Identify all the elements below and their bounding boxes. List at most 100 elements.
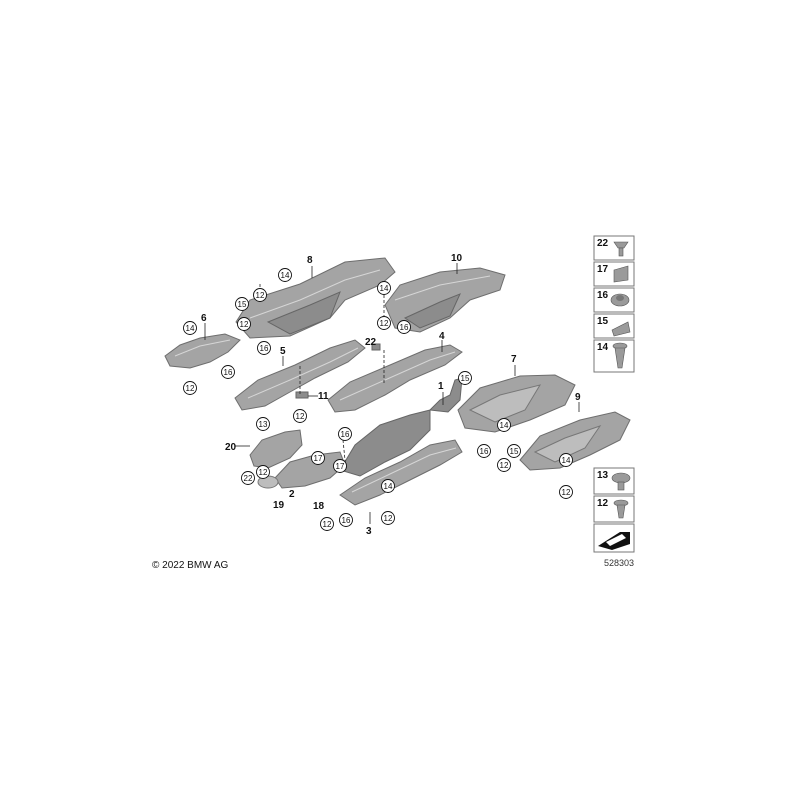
callout-12: 12: [253, 288, 267, 302]
label-2: 2: [289, 489, 295, 500]
svg-text:12: 12: [597, 498, 609, 509]
label-11: 11: [318, 391, 329, 402]
legend-17: 17: [593, 261, 635, 287]
svg-text:17: 17: [597, 264, 609, 275]
label-18: 18: [313, 501, 325, 512]
svg-text:16: 16: [260, 344, 269, 353]
svg-text:12: 12: [296, 412, 305, 421]
part-4-shield: [327, 344, 463, 413]
callouts: 14 12 15 12 16 14 12 16 14 16 12 12 16 1…: [183, 268, 573, 531]
callout-16: 16: [397, 320, 411, 334]
svg-text:12: 12: [500, 461, 509, 470]
part-8-shield: [235, 257, 396, 339]
callout-16: 16: [221, 365, 235, 379]
callout-17: 17: [333, 459, 347, 473]
svg-text:16: 16: [341, 430, 350, 439]
svg-text:14: 14: [281, 271, 290, 280]
svg-text:16: 16: [597, 290, 609, 301]
part-5-shield: [234, 339, 366, 411]
part-6-shield: [164, 333, 241, 369]
callout-12: 12: [497, 458, 511, 472]
legend-15: 15: [593, 313, 635, 339]
part-9-shield: [519, 411, 631, 471]
svg-text:17: 17: [336, 462, 345, 471]
callout-12: 12: [377, 316, 391, 330]
callout-15: 15: [235, 297, 249, 311]
svg-text:14: 14: [500, 421, 509, 430]
svg-text:13: 13: [597, 470, 609, 481]
label-4: 4: [439, 331, 445, 342]
svg-text:17: 17: [314, 454, 323, 463]
callout-14: 14: [377, 281, 391, 295]
callout-13: 13: [256, 417, 270, 431]
callout-14: 14: [278, 268, 292, 282]
svg-text:22: 22: [244, 474, 253, 483]
callout-12: 12: [237, 317, 251, 331]
callout-12: 12: [381, 511, 395, 525]
svg-text:12: 12: [240, 320, 249, 329]
callout-12: 12: [293, 409, 307, 423]
svg-text:14: 14: [384, 482, 393, 491]
label-1: 1: [438, 381, 444, 392]
svg-text:16: 16: [400, 323, 409, 332]
svg-text:12: 12: [259, 468, 268, 477]
svg-text:16: 16: [342, 516, 351, 525]
direction-arrow-icon: [593, 523, 635, 553]
label-9: 9: [575, 392, 581, 403]
legend-16: 16: [593, 287, 635, 313]
svg-text:12: 12: [384, 514, 393, 523]
svg-text:15: 15: [597, 316, 609, 327]
callout-12: 12: [256, 465, 270, 479]
callout-22: 22: [241, 471, 255, 485]
callout-14: 14: [183, 321, 197, 335]
part-10-shield: [384, 267, 506, 333]
label-3: 3: [366, 526, 372, 537]
callout-15: 15: [458, 371, 472, 385]
svg-text:12: 12: [380, 319, 389, 328]
svg-text:15: 15: [238, 300, 247, 309]
callout-16: 16: [338, 427, 352, 441]
svg-text:12: 12: [256, 291, 265, 300]
callout-12: 12: [320, 517, 334, 531]
svg-text:14: 14: [597, 342, 609, 353]
callout-16: 16: [477, 444, 491, 458]
callout-17: 17: [311, 451, 325, 465]
callout-16: 16: [257, 341, 271, 355]
diagram-id: 528303: [604, 558, 634, 568]
callout-14: 14: [381, 479, 395, 493]
callout-16: 16: [339, 513, 353, 527]
svg-text:13: 13: [259, 420, 268, 429]
callout-14: 14: [497, 418, 511, 432]
svg-text:16: 16: [480, 447, 489, 456]
svg-text:14: 14: [562, 456, 571, 465]
copyright-text: © 2022 BMW AG: [152, 560, 229, 571]
fastener-legend: 22 17 16 15 14 13: [593, 235, 635, 553]
callout-12: 12: [183, 381, 197, 395]
part-3-shield: [339, 439, 463, 506]
part-7-shield: [457, 374, 576, 433]
part-22-clip: [371, 343, 381, 351]
part-11-clip: [295, 391, 309, 399]
svg-text:14: 14: [186, 324, 195, 333]
label-20: 20: [225, 442, 237, 453]
callout-14: 14: [559, 453, 573, 467]
svg-text:16: 16: [224, 368, 233, 377]
svg-text:15: 15: [510, 447, 519, 456]
svg-text:12: 12: [562, 488, 571, 497]
label-5: 5: [280, 346, 286, 357]
legend-14: 14: [593, 339, 635, 373]
legend-13: 13: [593, 467, 635, 495]
part-18-tunnel: [339, 409, 431, 477]
label-6: 6: [201, 313, 207, 324]
legend-12: 12: [593, 495, 635, 523]
label-19: 19: [273, 500, 285, 511]
svg-text:12: 12: [323, 520, 332, 529]
callout-15: 15: [507, 444, 521, 458]
callout-12: 12: [559, 485, 573, 499]
legend-22: 22: [593, 235, 635, 261]
part-1-bracket: [428, 377, 463, 413]
label-8: 8: [307, 255, 313, 266]
svg-text:12: 12: [186, 384, 195, 393]
svg-text:14: 14: [380, 284, 389, 293]
